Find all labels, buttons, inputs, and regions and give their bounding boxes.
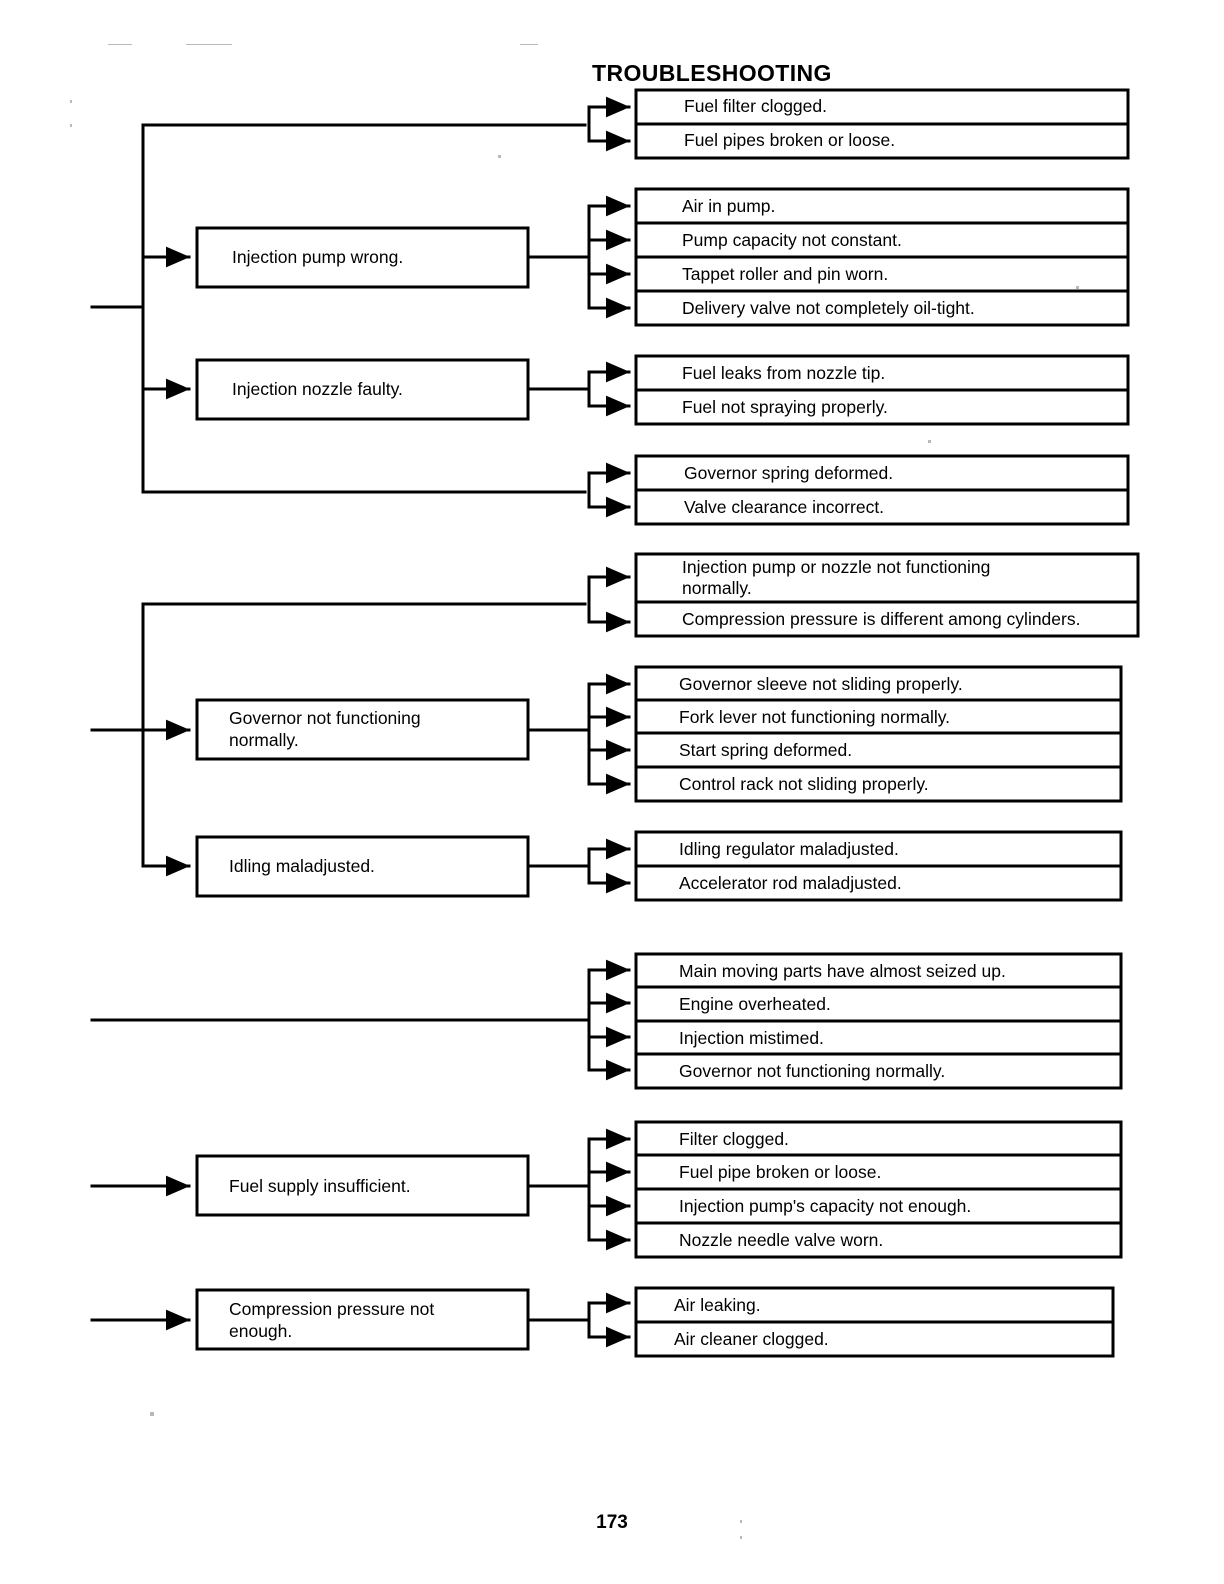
effect-label-g9-2: Injection pump's capacity not enough. (679, 1196, 971, 1216)
effect-label-g3-0: Fuel leaks from nozzle tip. (682, 363, 885, 383)
cause-box-g10 (195, 1288, 530, 1351)
page-number: 173 (596, 1512, 628, 1533)
effect-label-g2-0: Air in pump. (682, 196, 775, 216)
effect-box-g7-0 (634, 830, 1123, 868)
effect-box-g10-0 (634, 1286, 1115, 1324)
effect-box-g6-1 (634, 698, 1123, 735)
effect-box-g6-0 (634, 665, 1123, 702)
effect-box-g2-1 (634, 221, 1130, 259)
effect-label-g8-1: Engine overheated. (679, 994, 831, 1014)
effect-label-g7-1: Accelerator rod maladjusted. (679, 873, 902, 893)
effect-label-g10-1: Air cleaner clogged. (674, 1329, 829, 1349)
effect-box-g5-1 (634, 600, 1140, 638)
effect-box-g8-1 (634, 985, 1123, 1023)
cause-label-g3: Injection nozzle faulty. (232, 379, 403, 399)
effect-label-g9-0: Filter clogged. (679, 1129, 789, 1149)
scan-speck (498, 155, 501, 158)
effect-label-g5-1: Compression pressure is different among … (682, 609, 1080, 629)
effect-box-g7-1 (634, 864, 1123, 902)
scan-speck (1076, 286, 1079, 289)
cause-label-g6-line1: Governor not functioning (229, 708, 421, 728)
effect-box-g1-0 (634, 88, 1130, 126)
effect-label-g5-0-line2: normally. (682, 578, 752, 598)
effect-label-g6-1: Fork lever not functioning normally. (679, 707, 950, 727)
effect-label-g5-0-line1: Injection pump or nozzle not functioning (682, 557, 990, 577)
scan-speck (150, 1412, 154, 1416)
scan-speck (70, 100, 72, 103)
effect-label-g4-1: Valve clearance incorrect. (684, 497, 884, 517)
cause-label-g2: Injection pump wrong. (232, 247, 403, 267)
effect-box-g9-2 (634, 1187, 1123, 1225)
cause-box-g3 (195, 358, 530, 421)
effect-label-g9-1: Fuel pipe broken or loose. (679, 1162, 881, 1182)
effect-box-g1-1 (634, 122, 1130, 160)
effect-label-g8-0: Main moving parts have almost seized up. (679, 961, 1006, 981)
effect-box-g10-1 (634, 1320, 1115, 1358)
effect-box-g6-2 (634, 731, 1123, 769)
scan-speck (740, 1536, 742, 1539)
effect-box-g8-3 (634, 1052, 1123, 1090)
cause-box-g2 (195, 226, 530, 289)
effect-label-g6-0: Governor sleeve not sliding properly. (679, 674, 963, 694)
scan-speck (70, 124, 72, 127)
effect-box-g3-1 (634, 388, 1130, 426)
effect-label-g2-1: Pump capacity not constant. (682, 230, 902, 250)
effect-box-g8-2 (634, 1019, 1123, 1056)
effect-label-g2-3: Delivery valve not completely oil-tight. (682, 298, 975, 318)
effect-label-g3-1: Fuel not spraying properly. (682, 397, 888, 417)
scan-speck (186, 44, 232, 45)
effect-box-g3-0 (634, 354, 1130, 392)
cause-label-g10-line1: Compression pressure not (229, 1299, 434, 1319)
effect-box-g4-1 (634, 488, 1130, 526)
effect-box-g6-3 (634, 765, 1123, 803)
effect-box-g9-3 (634, 1221, 1123, 1259)
cause-label-g9: Fuel supply insufficient. (229, 1176, 411, 1196)
scan-speck (108, 44, 132, 45)
cause-label-g6-line2: normally. (229, 730, 299, 750)
cause-box-g6 (195, 698, 530, 761)
scan-speck (740, 1520, 742, 1523)
effect-label-g4-0: Governor spring deformed. (684, 463, 893, 483)
effect-box-g2-3 (634, 289, 1130, 327)
cause-label-g7: Idling maladjusted. (229, 856, 375, 876)
effect-label-g7-0: Idling regulator maladjusted. (679, 839, 899, 859)
cause-label-g10-line2: enough. (229, 1321, 292, 1341)
effect-label-g8-2: Injection mistimed. (679, 1028, 824, 1048)
effect-label-g1-1: Fuel pipes broken or loose. (684, 130, 895, 150)
effect-label-g10-0: Air leaking. (674, 1295, 761, 1315)
scan-speck (520, 44, 538, 45)
scan-speck (928, 440, 931, 443)
effect-label-g9-3: Nozzle needle valve worn. (679, 1230, 883, 1250)
effect-label-g1-0: Fuel filter clogged. (684, 96, 827, 116)
effect-label-g6-2: Start spring deformed. (679, 740, 852, 760)
effect-label-g2-2: Tappet roller and pin worn. (682, 264, 888, 284)
cause-box-g7 (195, 835, 530, 898)
effect-box-g2-0 (634, 187, 1130, 225)
effect-label-g6-3: Control rack not sliding properly. (679, 774, 929, 794)
page-title: TROUBLESHOOTING (592, 60, 832, 86)
effect-label-g8-3: Governor not functioning normally. (679, 1061, 945, 1081)
